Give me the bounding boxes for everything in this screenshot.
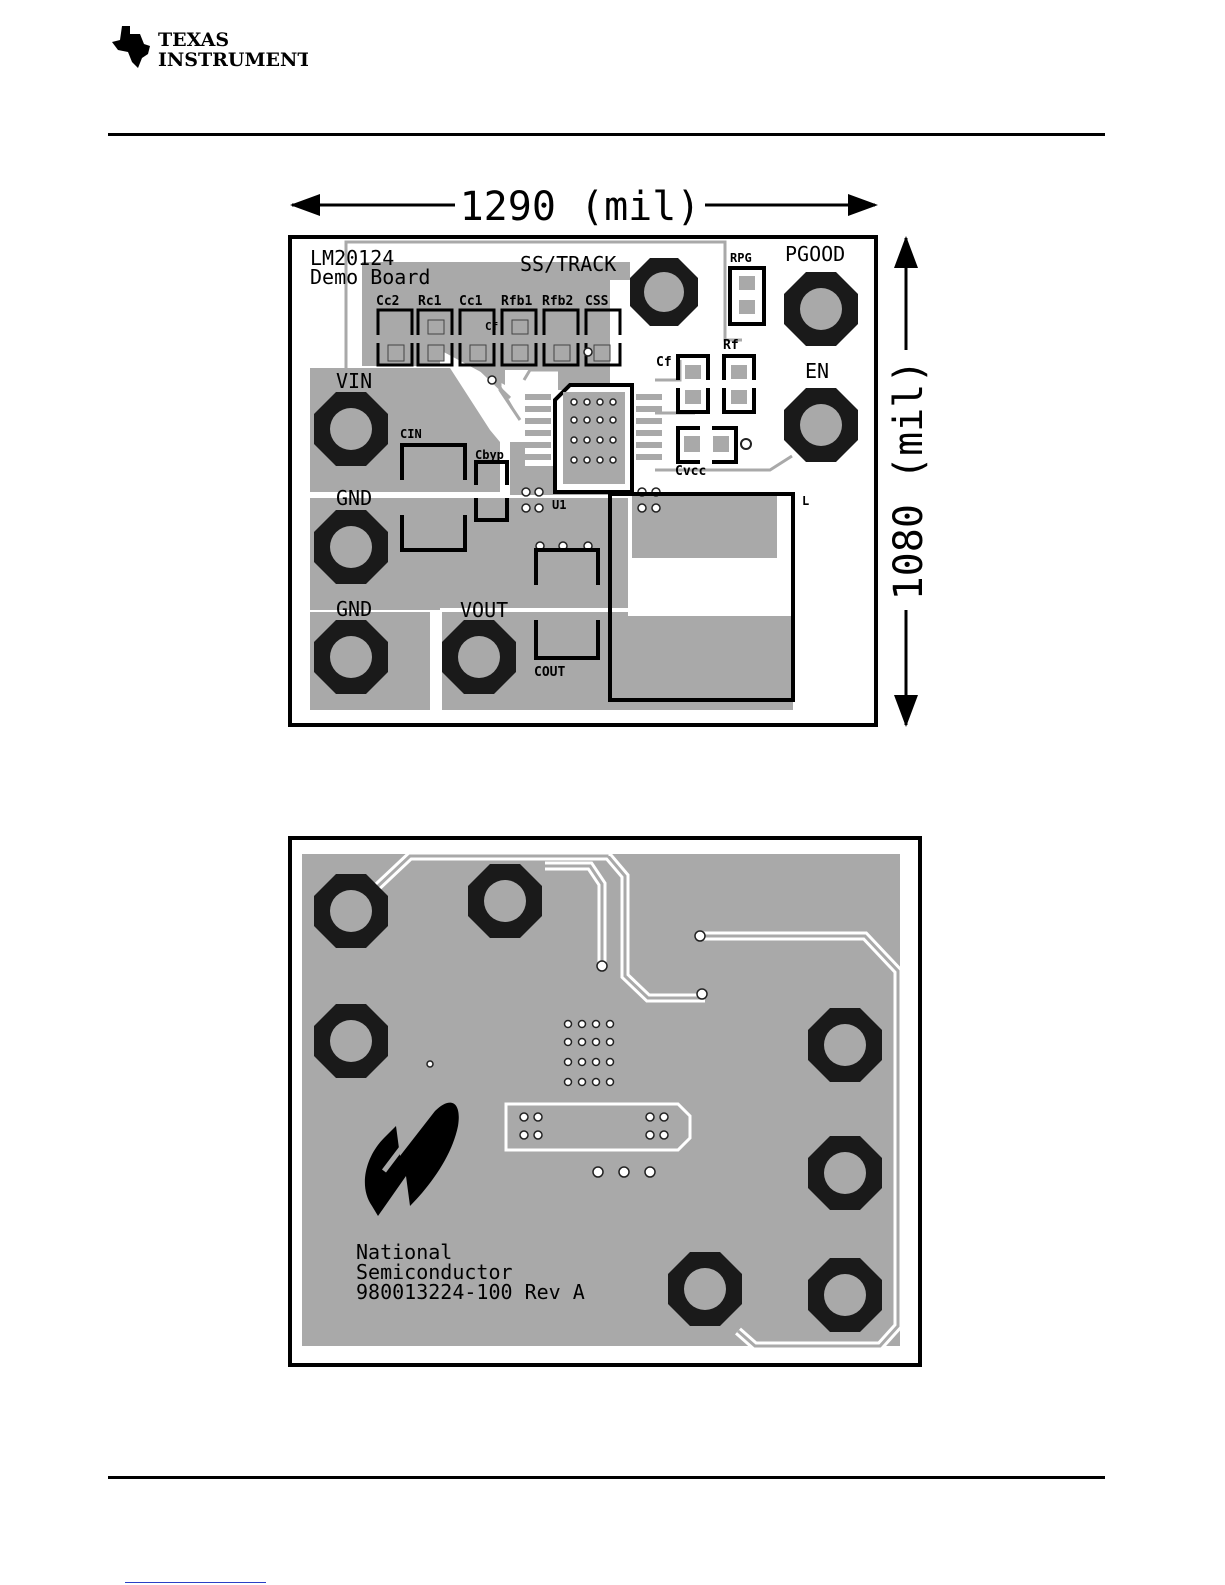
height-dimension-label: 1080 (mil) (886, 360, 932, 601)
bottom-pad-2 (468, 864, 542, 938)
part-number: 980013224-100 Rev A (356, 1280, 585, 1304)
pgood-pad (784, 272, 858, 346)
bottom-layer-figure: National Semiconductor 980013224-100 Rev… (280, 826, 940, 1381)
label-css: CSS (585, 294, 609, 309)
label-l: L (802, 494, 809, 508)
label-vin: VIN (336, 369, 372, 393)
vin-pad (314, 392, 388, 466)
bottom-pad-1 (314, 874, 388, 948)
label-rpg: RPG (730, 251, 752, 265)
bottom-via-strip (506, 1104, 690, 1150)
header-rule (108, 133, 1105, 136)
label-rf: Rf (723, 338, 739, 353)
label-gnd-1: GND (336, 486, 372, 510)
label-vout: VOUT (460, 598, 508, 622)
width-dimension-label: 1290 (mil) (460, 184, 701, 230)
label-pgood: PGOOD (785, 242, 845, 266)
label-ss-track: SS/TRACK (520, 252, 616, 276)
ss-track-pad (630, 258, 698, 326)
label-cbyp: Cbyp (475, 448, 504, 462)
label-cf: Cf (656, 355, 672, 370)
label-rfb2: Rfb2 (542, 294, 573, 309)
footer-rule (108, 1476, 1105, 1479)
label-cvcc: Cvcc (675, 464, 706, 479)
width-dimension: 1290 (mil) (290, 184, 878, 230)
bottom-pad-5 (808, 1136, 882, 1210)
label-cc1: Cc1 (459, 294, 483, 309)
en-pad (784, 388, 858, 462)
height-dimension: 1080 (mil) (886, 236, 932, 727)
label-cf-small: Cf (485, 320, 498, 333)
label-rc1: Rc1 (418, 294, 442, 309)
top-layer-figure: 1290 (mil) 1080 (mil) LM20124 Demo Board (280, 180, 940, 740)
bottom-pad-4 (808, 1008, 882, 1082)
label-rfb1: Rfb1 (501, 294, 532, 309)
logo-line-2: INSTRUMENTS (158, 49, 308, 71)
texas-state-icon (112, 26, 150, 68)
label-cout: COUT (534, 665, 565, 680)
gnd-pad-1 (314, 510, 388, 584)
board-title-line-2: Demo Board (310, 265, 430, 289)
gnd-pad-2 (314, 620, 388, 694)
label-gnd-2: GND (336, 597, 372, 621)
texas-instruments-logo: TEXAS INSTRUMENTS (108, 22, 308, 72)
bottom-pad-3 (314, 1004, 388, 1078)
bottom-pad-6 (668, 1252, 742, 1326)
label-en: EN (805, 359, 829, 383)
footer-link-underline[interactable] (125, 1582, 266, 1583)
logo-line-1: TEXAS (158, 29, 229, 51)
bottom-pad-7 (808, 1258, 882, 1332)
label-cin: CIN (400, 427, 422, 441)
label-cc2: Cc2 (376, 294, 399, 309)
vout-pad (442, 620, 516, 694)
label-u1: U1 (552, 498, 566, 512)
